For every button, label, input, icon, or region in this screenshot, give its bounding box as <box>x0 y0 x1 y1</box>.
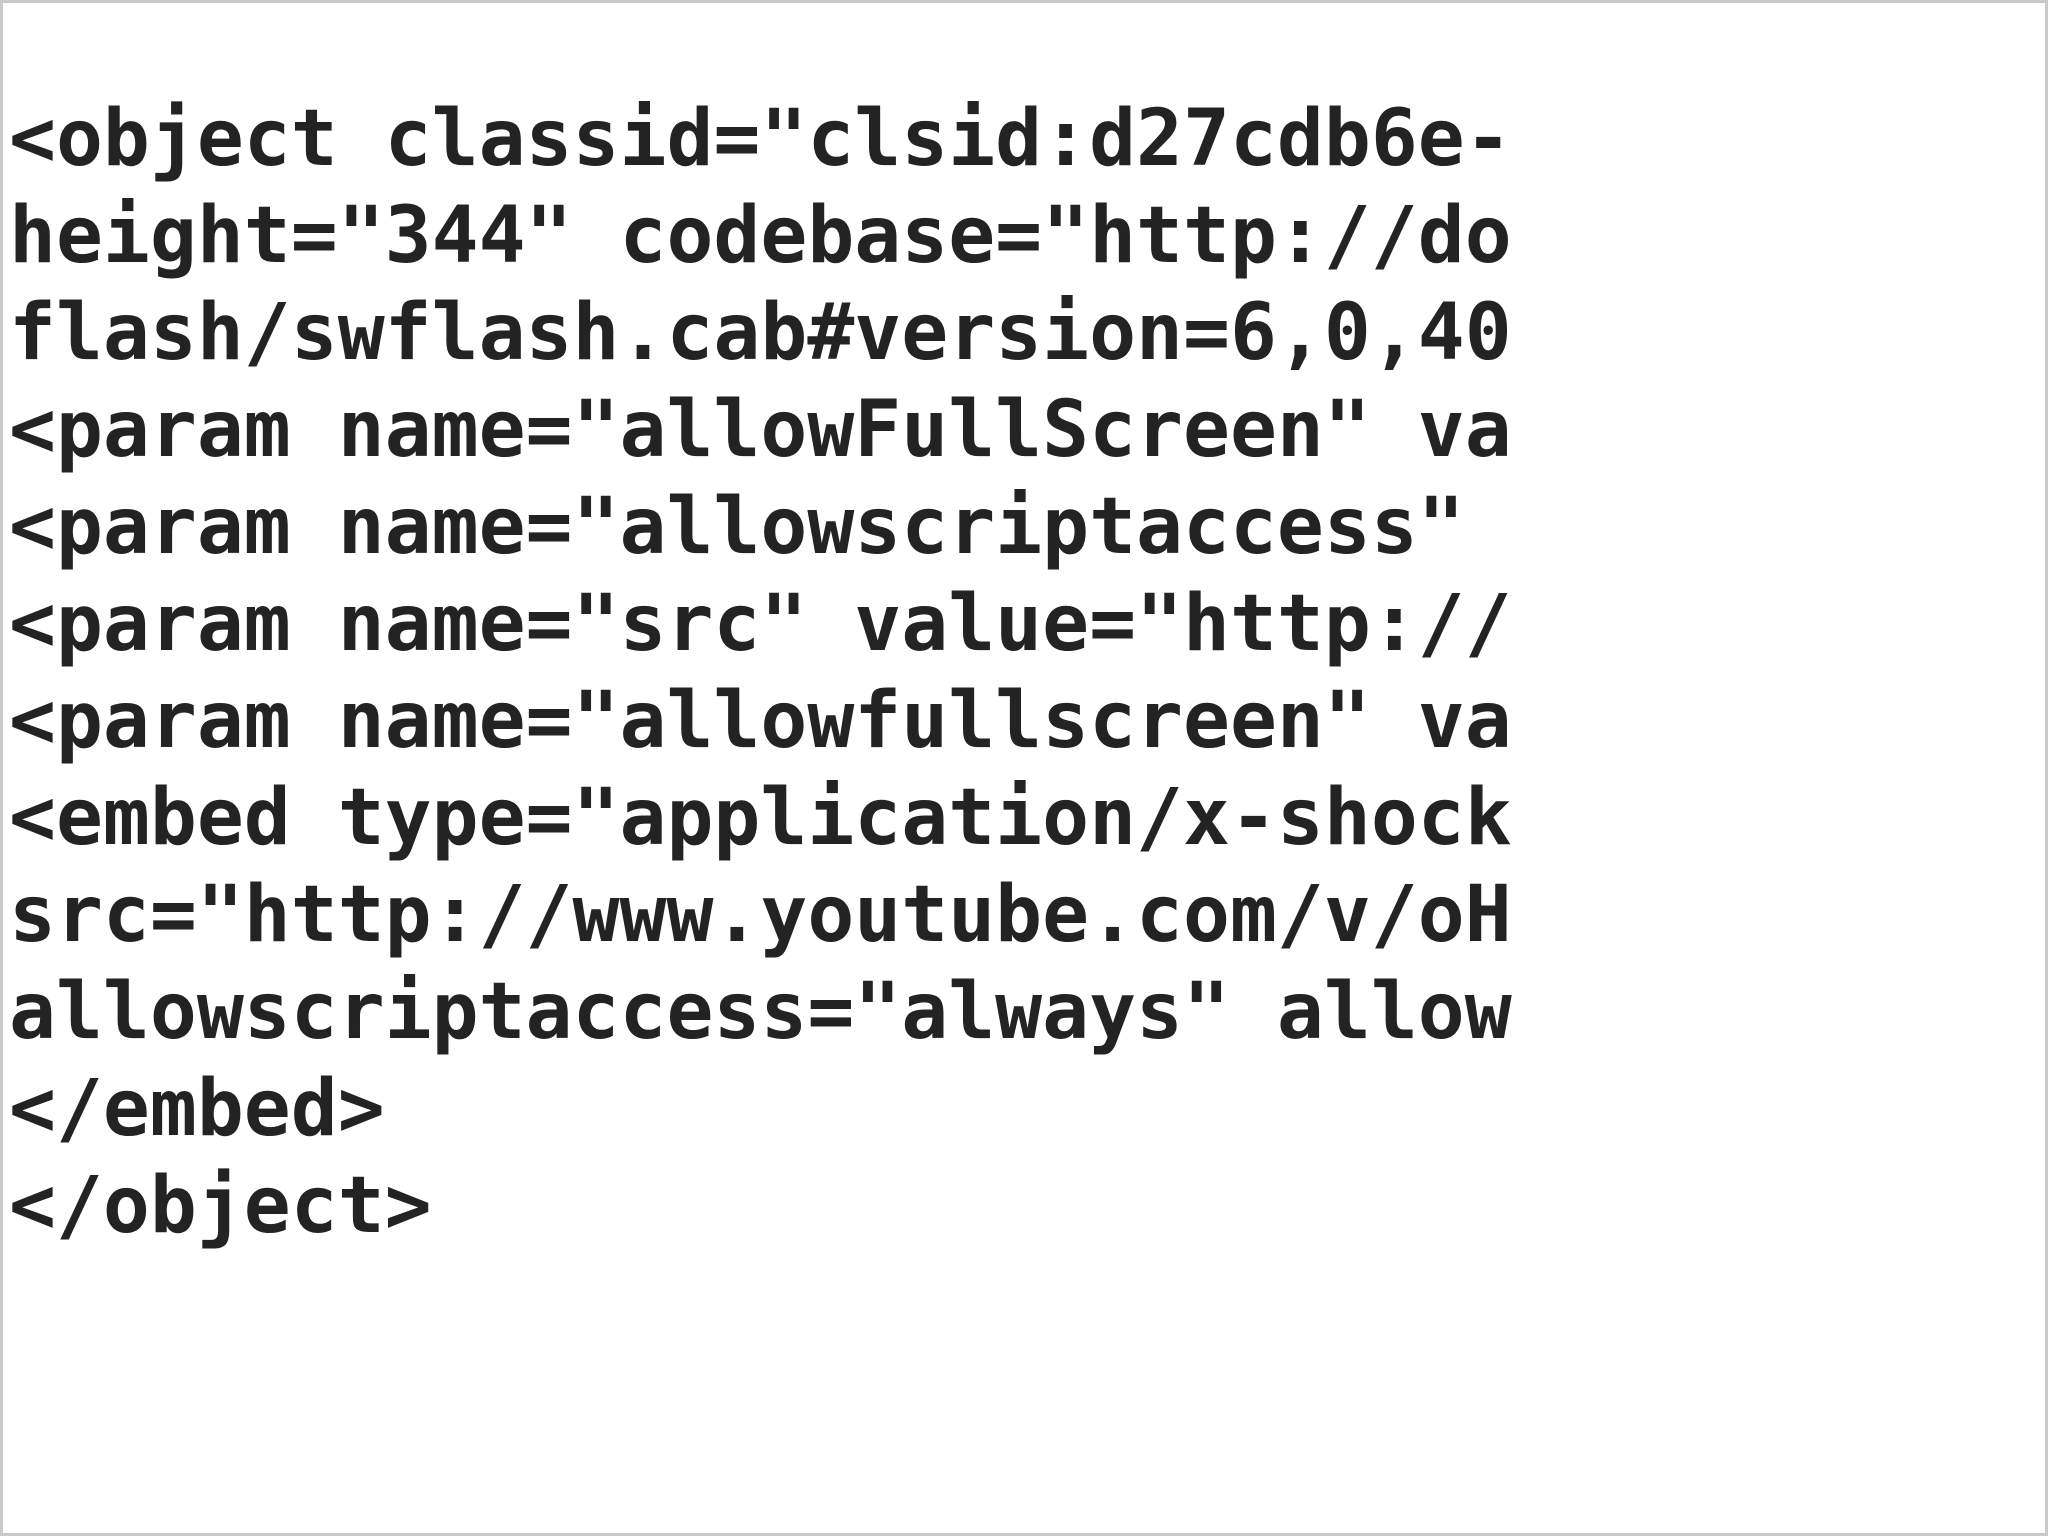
code-line: <embed type="application/x-shock <box>9 773 1512 863</box>
code-line: allowscriptaccess="always" allow <box>9 967 1512 1057</box>
code-line: <object classid="clsid:d27cdb6e- <box>9 94 1512 184</box>
code-line: </embed> <box>9 1064 385 1154</box>
code-block[interactable]: <object classid="clsid:d27cdb6e-height="… <box>9 91 2045 1255</box>
code-line: src="http://www.youtube.com/v/oH <box>9 870 1512 960</box>
code-line: <param name="allowscriptaccess" <box>9 482 1512 572</box>
code-line: height="344" codebase="http://do <box>9 191 1512 281</box>
code-line: <param name="allowfullscreen" va <box>9 676 1512 766</box>
code-line: flash/swflash.cab#version=6,0,40 <box>9 288 1512 378</box>
code-line: <param name="allowFullScreen" va <box>9 385 1512 475</box>
code-line: </object> <box>9 1161 432 1251</box>
code-line: <param name="src" value="http:// <box>9 579 1512 669</box>
